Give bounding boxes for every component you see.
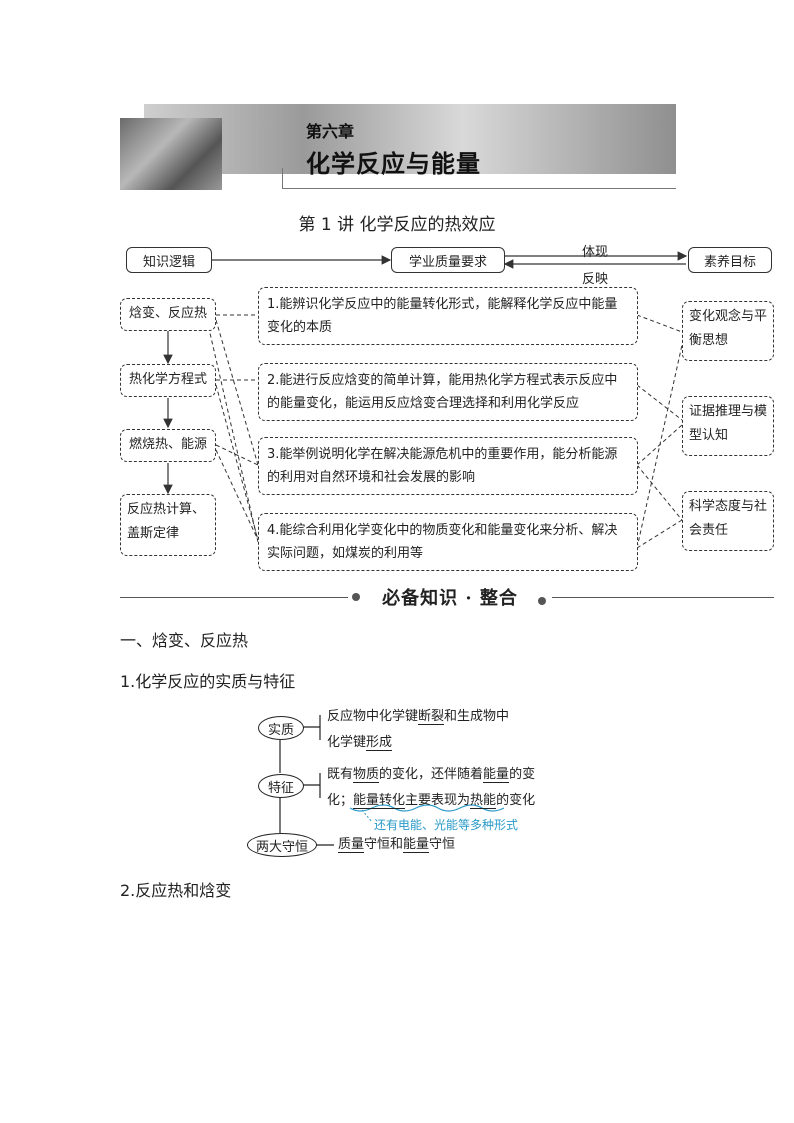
literacy-goal-box: 素养目标 — [688, 247, 772, 273]
section-rule-left — [120, 597, 348, 598]
knowledge-logic-box: 知识逻辑 — [126, 247, 212, 273]
energy-form-note: 还有电能、光能等多种形式 — [374, 818, 519, 832]
heading-2: 1.化学反应的实质与特征 — [120, 672, 296, 691]
heading-1: 一、焓变、反应热 — [120, 631, 249, 650]
section-rule-right — [552, 597, 774, 598]
knowledge-item: 反应热计算、盖斯定律 — [120, 494, 216, 556]
knowledge-item: 焓变、反应热 — [120, 298, 216, 331]
quality-requirement-box: 学业质量要求 — [391, 247, 505, 273]
banner-divider — [282, 168, 283, 189]
section-dot-left — [352, 593, 360, 601]
banner-underline — [282, 188, 676, 189]
goal-item: 变化观念与平衡思想 — [682, 301, 774, 361]
chapter-number: 第六章 — [306, 122, 355, 141]
knowledge-item: 燃烧热、能源 — [120, 429, 216, 462]
section-dot-right — [538, 597, 546, 605]
knowledge-item: 热化学方程式 — [120, 364, 216, 397]
requirement-item: 3.能举例说明化学在解决能源危机中的重要作用，能分析能源的利用对自然环境和社会发… — [258, 437, 638, 495]
feature-line-2: 化；能量转化主要表现为热能的变化 — [327, 793, 536, 809]
banner-background — [144, 104, 676, 174]
heading-3: 2.反应热和焓变 — [120, 881, 232, 900]
banner-photo — [120, 118, 222, 190]
chapter-title: 化学反应与能量 — [306, 150, 481, 178]
goal-item: 证据推理与模型认知 — [682, 396, 774, 456]
lesson-title: 第 1 讲 化学反应的热效应 — [298, 215, 496, 235]
conservation-line: 质量守恒和能量守恒 — [338, 837, 456, 853]
conservation-label: 两大守恒 — [247, 833, 317, 857]
essence-label: 实质 — [258, 716, 304, 740]
requirement-item: 4.能综合利用化学变化中的物质变化和能量变化来分析、解决实际问题，如煤炭的利用等 — [258, 513, 638, 571]
requirement-item: 2.能进行反应焓变的简单计算，能用热化学方程式表示反应中的能量变化，能运用反应焓… — [258, 363, 638, 421]
feature-label: 特征 — [258, 774, 304, 798]
reflect-label: 反映 — [582, 272, 609, 287]
embody-label: 体现 — [582, 245, 609, 260]
essence-line-2: 化学键形成 — [327, 735, 393, 751]
chapter-banner: 第六章 化学反应与能量 — [120, 104, 676, 190]
feature-line-1: 既有物质的变化，还伴随着能量的变 — [327, 767, 536, 783]
section-title: 必备知识 · 整合 — [382, 588, 518, 609]
goal-item: 科学态度与社会责任 — [682, 491, 774, 551]
requirement-item: 1.能辨识化学反应中的能量转化形式，能解释化学反应中能量变化的本质 — [258, 287, 638, 345]
essence-line-1: 反应物中化学键断裂和生成物中 — [327, 709, 510, 725]
